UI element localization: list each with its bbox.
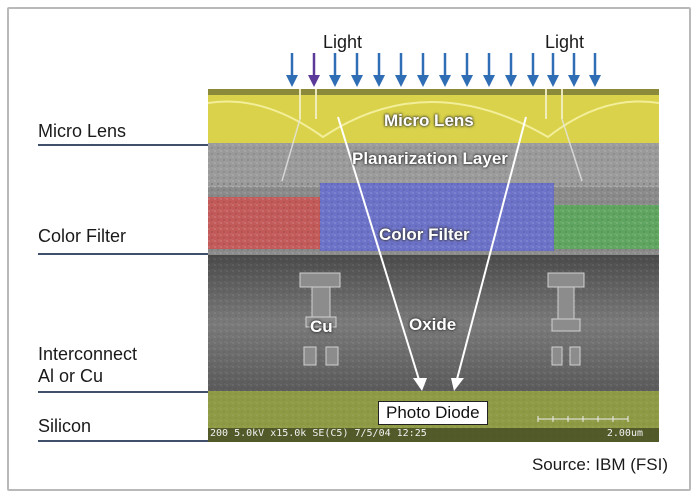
sem-cross-section: Micro Lens Planarization Layer Color Fil… [208, 89, 659, 442]
light-arrow-icon [482, 53, 496, 88]
light-arrow-icon [438, 53, 452, 88]
micro-lens-curve [208, 100, 659, 139]
light-label-right: Light [545, 32, 585, 52]
sem-metadata-strip: 200 5.0kV x15.0k SE(C5) 7/5/04 12:25 2.0… [208, 428, 659, 442]
top-strip [208, 89, 659, 97]
scale-bar-ticks [537, 416, 629, 422]
scale-bar-label: 2.00um [606, 428, 643, 439]
label-planarization-layer: Planarization Layer [352, 149, 508, 168]
side-label-al-or-cu: Al or Cu [38, 366, 104, 386]
sem-metadata: 200 5.0kV x15.0k SE(C5) 7/5/04 12:25 [210, 428, 427, 439]
light-arrow-icon [416, 53, 430, 88]
rule-silicon [38, 440, 208, 442]
planarization-light-lines [281, 118, 583, 182]
light-arrow-icon [350, 53, 364, 88]
label-color-filter: Color Filter [379, 225, 470, 244]
rule-micro-lens [38, 144, 208, 146]
lens-light-lines [299, 89, 563, 119]
side-label-silicon: Silicon [38, 416, 92, 436]
light-arrow-icon [307, 53, 321, 88]
light-arrow-icon [328, 53, 342, 88]
source-credit: Source: IBM (FSI) [531, 455, 668, 474]
cu-structure-left [299, 272, 341, 366]
sem-layers-svg [208, 89, 659, 442]
light-arrow-icon [546, 53, 560, 88]
light-arrow-icon [588, 53, 602, 88]
focus-rays [337, 116, 527, 384]
label-micro-lens: Micro Lens [384, 111, 474, 130]
light-arrow-icon [394, 53, 408, 88]
rule-color-filter [38, 253, 208, 255]
light-arrow-icon [567, 53, 581, 88]
light-arrow-icon [504, 53, 518, 88]
side-label-color-filter: Color Filter [38, 226, 127, 246]
side-label-micro-lens: Micro Lens [38, 121, 127, 141]
label-cu: Cu [310, 317, 333, 336]
label-photo-diode: Photo Diode [378, 401, 488, 425]
light-arrow-icon [460, 53, 474, 88]
cu-structure-right [547, 272, 585, 366]
rule-interconnect [38, 391, 208, 393]
light-arrow-icon [526, 53, 540, 88]
light-label-left: Light [323, 32, 363, 52]
focus-ray-heads [413, 378, 464, 391]
light-arrow-icon [372, 53, 386, 88]
label-oxide: Oxide [409, 315, 457, 334]
light-arrow-icon [285, 53, 299, 88]
side-label-interconnect: Interconnect [38, 344, 138, 364]
